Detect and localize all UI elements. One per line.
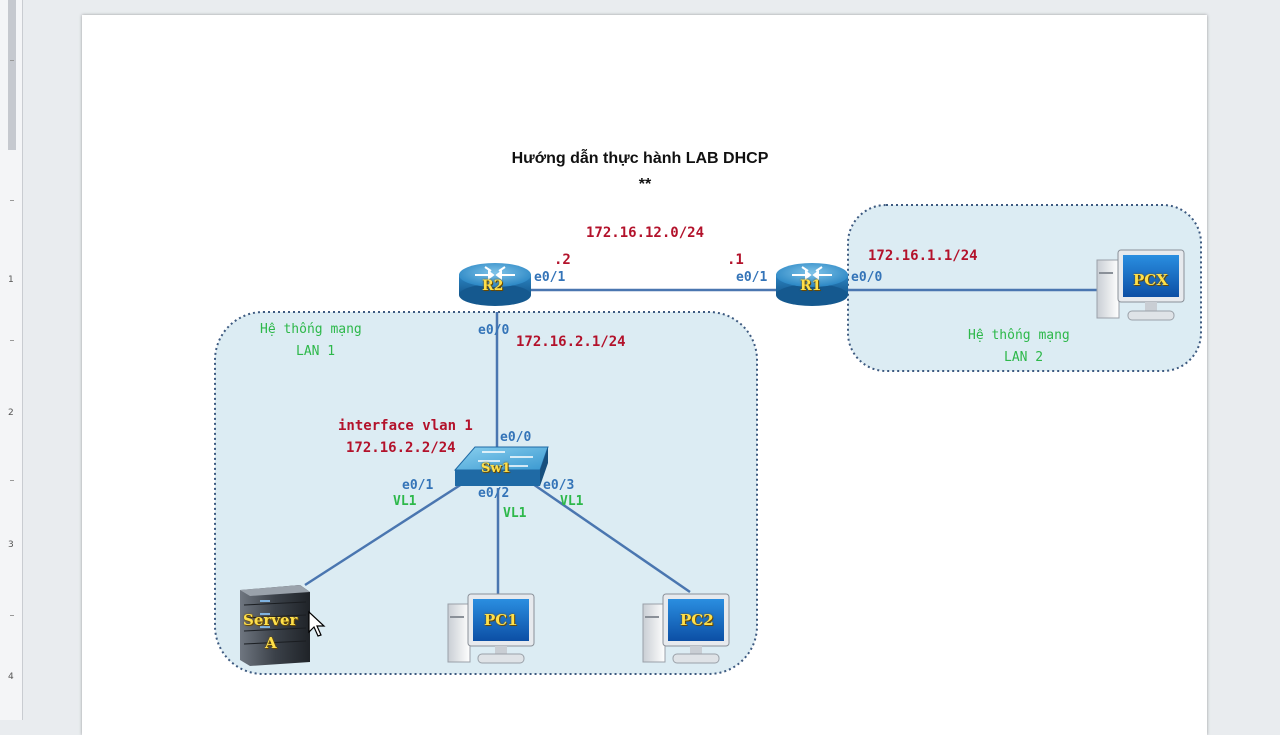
- links: [304, 288, 1100, 595]
- pc1-computer-icon[interactable]: [447, 593, 535, 664]
- vlan-e01-label: VL1: [393, 494, 417, 509]
- r2-host-label: .2: [554, 252, 571, 268]
- sw1-e02-label: e0/2: [478, 486, 510, 501]
- r1-e00-label: e0/0: [851, 270, 883, 285]
- vlan-interface-ip: 172.16.2.2/24: [346, 440, 456, 456]
- ruler-tick: [10, 480, 14, 481]
- r1-e01-label: e0/1: [736, 270, 768, 285]
- pc2-label: PC2: [680, 611, 714, 629]
- server-label: Server: [243, 611, 298, 629]
- r1-r2-network-label: 172.16.12.0/24: [586, 225, 705, 241]
- switch-sw1-icon[interactable]: [453, 446, 549, 486]
- server-label-line2: A: [265, 634, 277, 652]
- ruler-tick: [10, 615, 14, 616]
- mouse-cursor-icon: [308, 610, 326, 637]
- lan2-zone-label: Hệ thống mạng: [968, 328, 1070, 343]
- pcx-label: PCX: [1133, 271, 1168, 289]
- vlan-interface-label: interface vlan 1: [338, 418, 473, 434]
- r2-label: R2: [482, 278, 504, 294]
- sw1-e00-label: e0/0: [500, 430, 532, 445]
- pc2-computer-icon[interactable]: [642, 593, 730, 664]
- sw1-label: Sw1: [481, 461, 511, 476]
- vlan-e02-label: VL1: [503, 506, 527, 521]
- ruler-tick: [10, 340, 14, 341]
- link-sw1-server: [304, 480, 466, 587]
- network-diagram: [214, 204, 1202, 675]
- r1-lan-address: 172.16.1.1/24: [868, 248, 978, 264]
- sw1-e01-label: e0/1: [402, 478, 434, 493]
- ruler-mark-2: 2: [8, 408, 14, 418]
- lan2-zone-name: LAN 2: [1004, 350, 1044, 365]
- sw1-e03-label: e0/3: [543, 478, 575, 493]
- diagram-title: Hướng dẫn thực hành LAB DHCP: [511, 150, 769, 167]
- r1-host-label: .1: [727, 252, 744, 268]
- vertical-ruler: 1 2 3 4: [0, 0, 23, 720]
- link-sw1-pc2: [529, 480, 691, 594]
- ruler-mark-4: 4: [8, 672, 14, 682]
- pc1-label: PC1: [484, 611, 518, 629]
- router-r2-icon[interactable]: [459, 263, 531, 306]
- lan1-zone: [214, 311, 758, 675]
- ruler-mark-3: 3: [8, 540, 14, 550]
- ruler-tick: [10, 200, 14, 201]
- lan2-zone: [847, 204, 1202, 372]
- r1-label: R1: [800, 278, 822, 294]
- router-r1-icon[interactable]: [776, 263, 848, 306]
- r2-e00-label: e0/0: [478, 323, 510, 338]
- pcx-computer-icon[interactable]: [1096, 249, 1185, 321]
- r2-lan-address: 172.16.2.1/24: [516, 334, 626, 350]
- ruler-mark-1: 1: [8, 275, 14, 285]
- server-a-icon[interactable]: [240, 585, 310, 666]
- r2-e01-label: e0/1: [534, 270, 566, 285]
- ruler-tick: [10, 60, 14, 61]
- diagram-subtitle: **: [638, 176, 652, 193]
- ruler-margin-top: [8, 0, 16, 150]
- vlan-e03-label: VL1: [560, 494, 584, 509]
- lan1-zone-name: LAN 1: [296, 344, 336, 359]
- lan1-zone-label: Hệ thống mạng: [260, 322, 362, 337]
